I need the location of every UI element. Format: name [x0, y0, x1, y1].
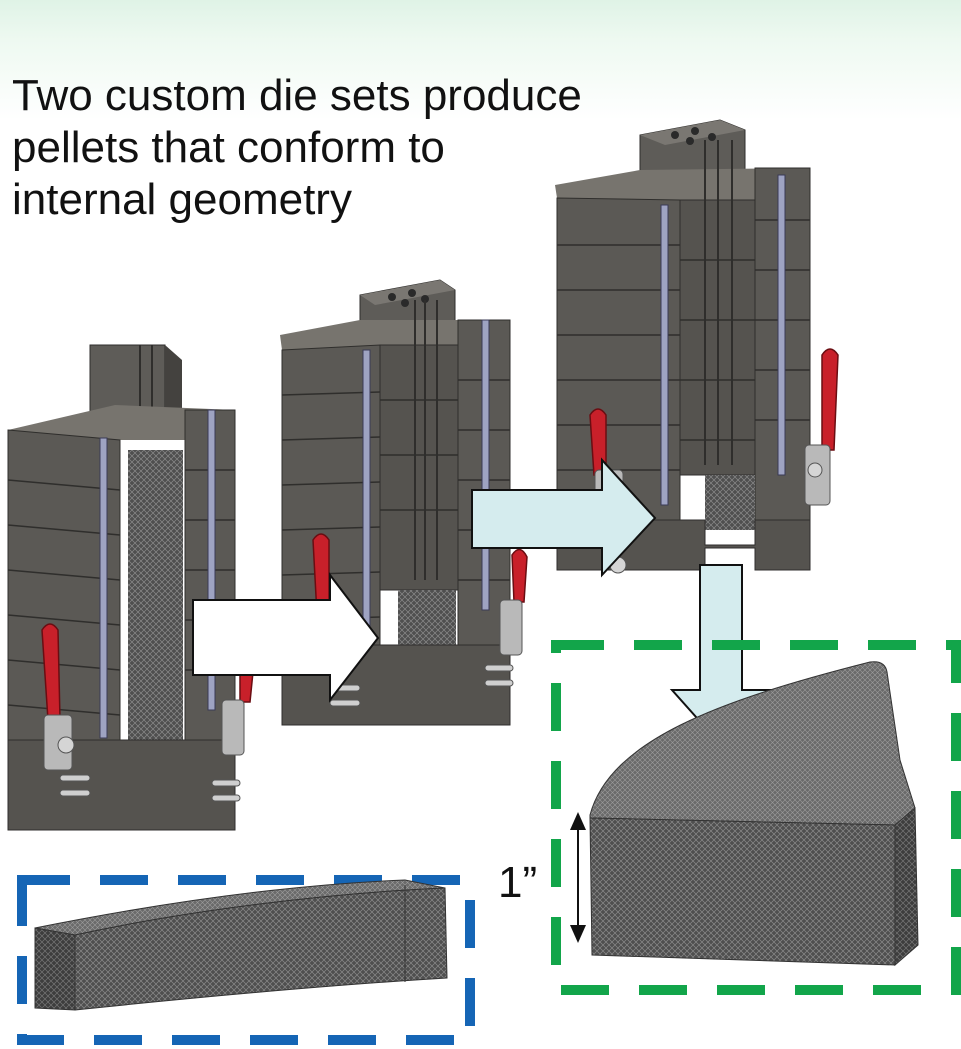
toggle-clamp [804, 348, 839, 506]
pellet-stack [705, 475, 755, 530]
curved-bar-pellet [34, 879, 448, 1011]
toggle-clamp [211, 653, 255, 802]
toggle-clamp [484, 548, 528, 687]
dimension-label: 1” [498, 858, 538, 907]
caption-line-2: pellets that conform to [12, 123, 445, 172]
die-set-2 [280, 279, 528, 726]
curved-pellet-box [17, 875, 475, 1045]
pellet-stack [398, 590, 456, 645]
wedge-pellet-box [551, 640, 961, 995]
die-set-1 [7, 344, 255, 831]
caption-line-3: internal geometry [12, 175, 352, 224]
arrow-right-light [471, 457, 657, 578]
dimension-arrow [570, 812, 586, 943]
toggle-clamp [41, 623, 91, 797]
arrow-right-white [192, 572, 380, 703]
die-set-3 [555, 119, 839, 574]
wedge-pellet [589, 661, 919, 967]
caption-line-1: Two custom die sets produce [12, 71, 582, 120]
pellet-stack [128, 450, 183, 740]
caption-text: Two custom die sets produce pellets that… [12, 70, 752, 226]
